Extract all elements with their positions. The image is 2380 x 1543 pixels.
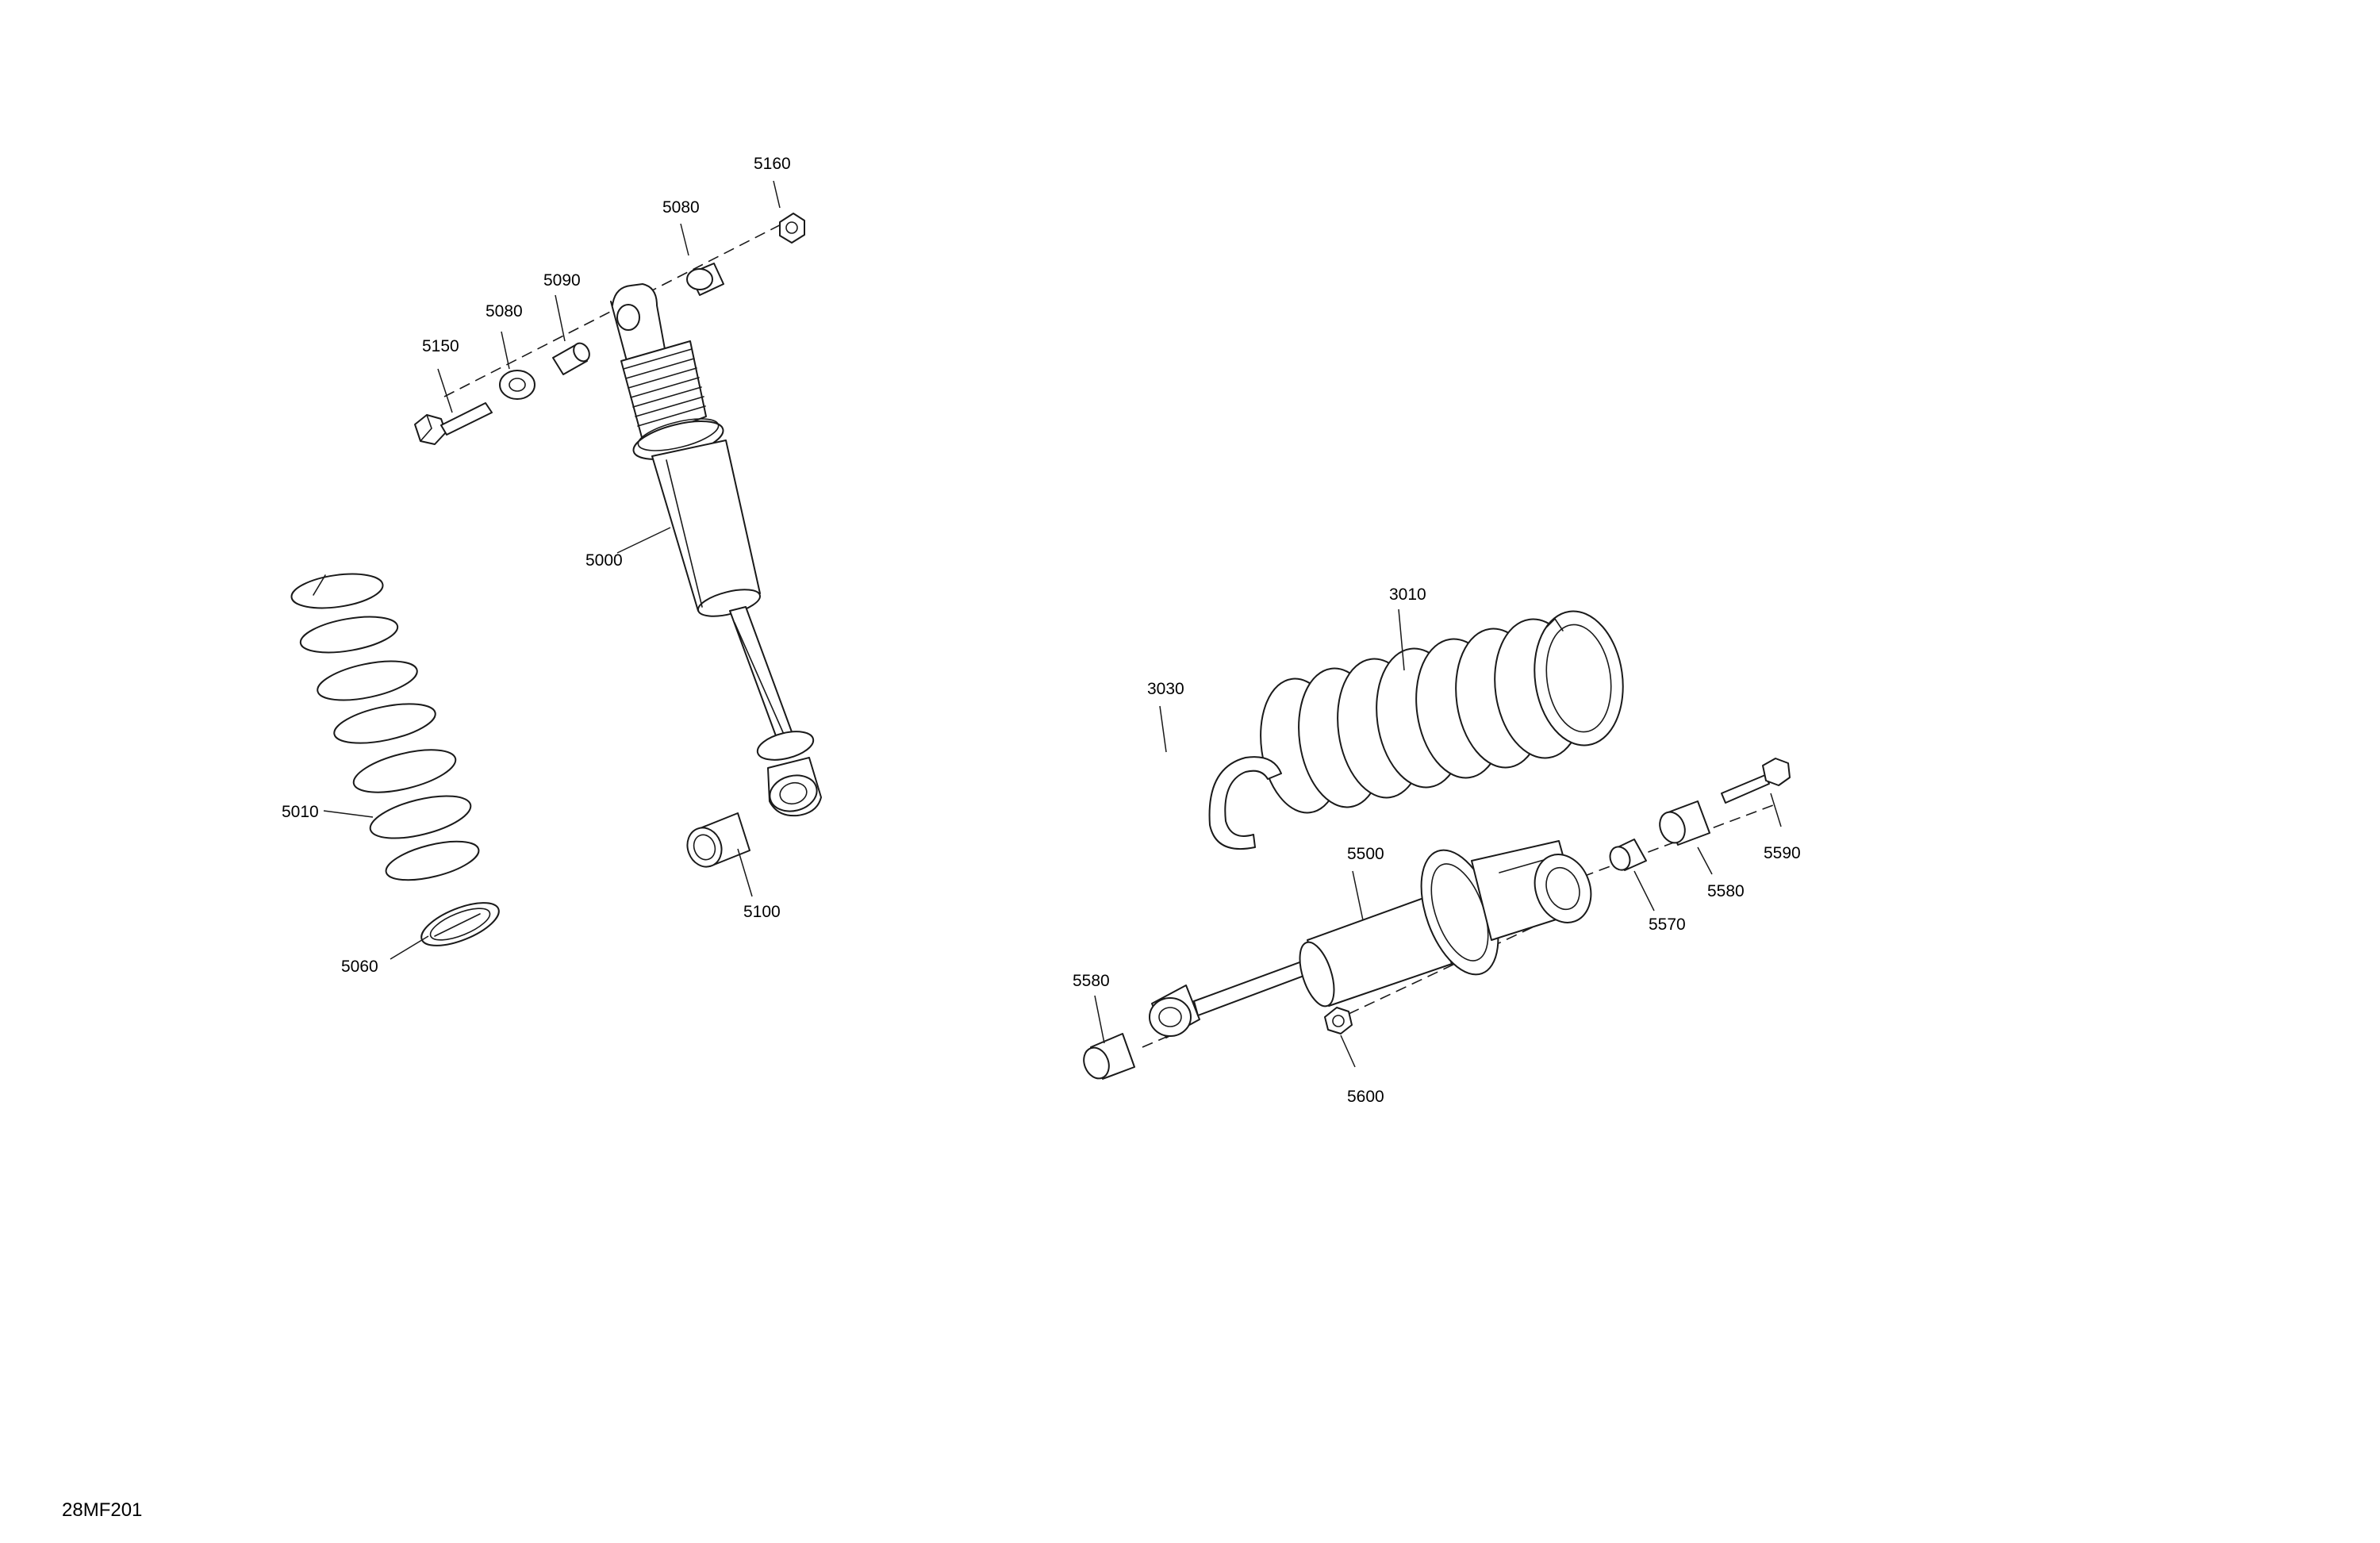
callout-5090: 5090 — [543, 271, 581, 290]
callout-5000: 5000 — [585, 551, 623, 570]
nut-5160 — [779, 213, 805, 244]
retaining-ring-3030 — [1208, 756, 1282, 850]
callout-5590: 5590 — [1764, 844, 1801, 862]
bushing-5100 — [686, 812, 750, 868]
spring-seat-5060 — [420, 902, 500, 946]
leader-lines — [323, 180, 1782, 1068]
coil-spring-5010 — [290, 573, 480, 881]
shock-absorber-5500 — [1149, 840, 1592, 1038]
callout-5150: 5150 — [422, 337, 459, 355]
bushing-5580-right — [1659, 800, 1710, 846]
figure-id: 28MF201 — [62, 1499, 142, 1521]
callout-3010: 3010 — [1389, 585, 1426, 604]
callout-5600: 5600 — [1347, 1088, 1384, 1106]
coil-spring-3010 — [1260, 610, 1624, 814]
nut-5600 — [1324, 1007, 1353, 1034]
callout-5060: 5060 — [341, 958, 378, 976]
callout-5080-left: 5080 — [486, 302, 523, 320]
spacer-5570 — [1609, 839, 1647, 871]
callout-5580-right: 5580 — [1707, 882, 1745, 900]
callout-5570: 5570 — [1649, 915, 1686, 934]
shock-absorber-5000 — [610, 283, 822, 817]
sleeve-5090 — [552, 342, 590, 375]
callout-5500: 5500 — [1347, 845, 1384, 863]
callout-3030: 3030 — [1147, 680, 1184, 698]
bolt-5150 — [414, 402, 493, 445]
callout-5580-left: 5580 — [1073, 972, 1110, 990]
bushing-5080-top — [686, 263, 724, 296]
bushing-5580-left — [1083, 1033, 1135, 1080]
callout-5010: 5010 — [282, 803, 319, 821]
bushing-5080-left — [499, 370, 536, 400]
bolt-5590 — [1721, 758, 1791, 804]
thread-lines — [623, 348, 706, 427]
callout-5100: 5100 — [743, 903, 781, 921]
callout-5160: 5160 — [754, 155, 791, 173]
assembly-axis-nut — [1348, 923, 1540, 1015]
callout-5080-top: 5080 — [662, 198, 700, 217]
